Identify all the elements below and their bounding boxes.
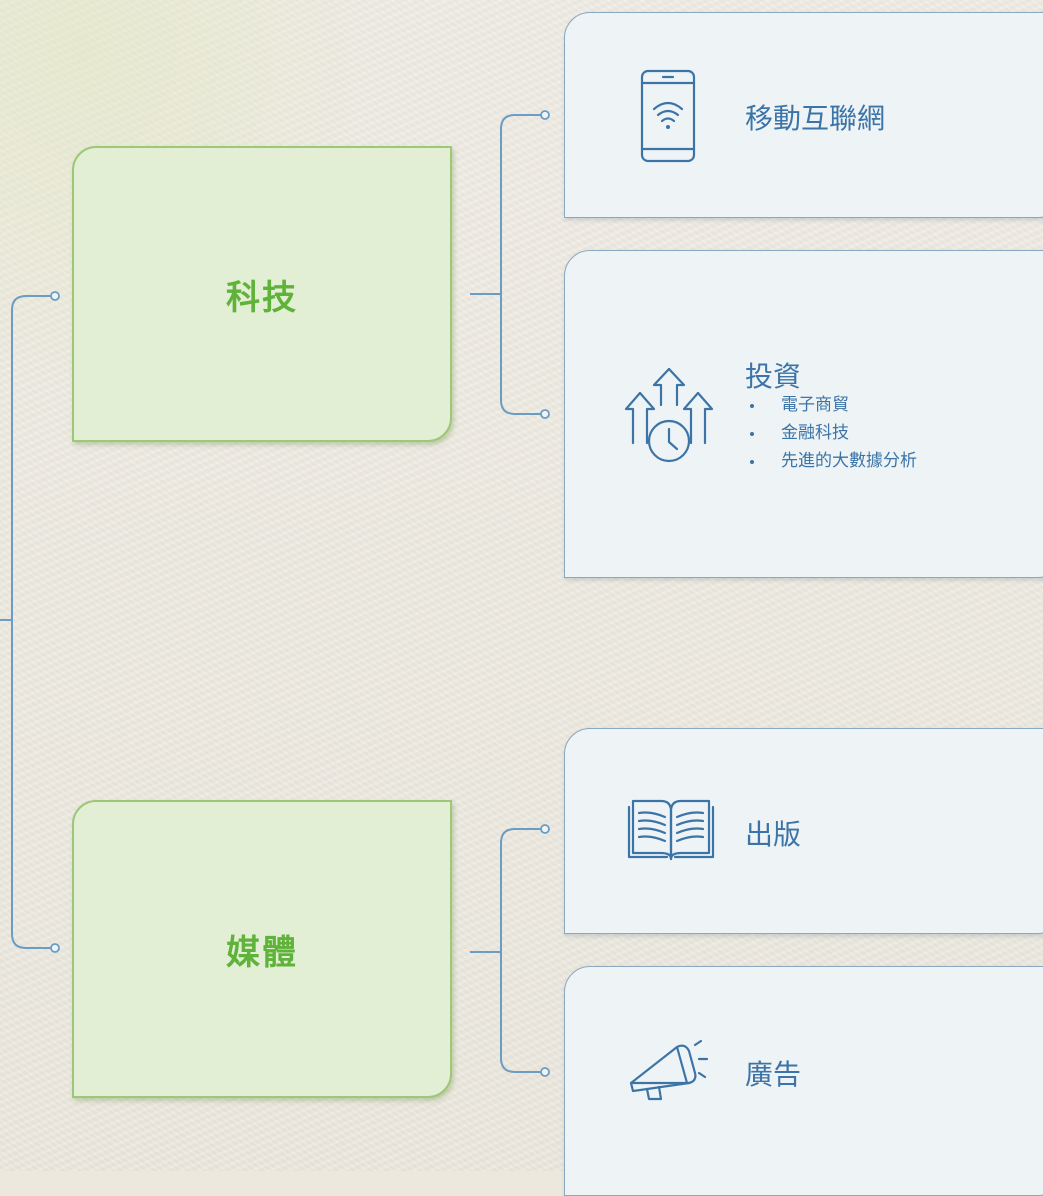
bullet-item: 先進的大數據分析 (745, 447, 917, 475)
open-book-icon (627, 799, 715, 861)
bullet-list: 電子商貿 金融科技 先進的大數據分析 (745, 391, 917, 475)
card-title: 投資 (745, 360, 802, 393)
card-advertising: 廣告 (564, 966, 1043, 1196)
category-box-technology: 科技 (72, 146, 452, 442)
category-label: 媒體 (226, 932, 298, 973)
smartphone-wifi-icon (640, 69, 696, 163)
card-publishing: 出版 (564, 728, 1043, 934)
bullet-item: 金融科技 (745, 419, 917, 447)
card-mobile-internet: 移動互聯網 (564, 12, 1043, 218)
card-title: 廣告 (745, 1058, 802, 1091)
growth-arrows-clock-icon (624, 367, 714, 463)
card-title: 移動互聯網 (745, 102, 886, 135)
bullet-item: 電子商貿 (745, 391, 917, 419)
card-investment: 投資 電子商貿 金融科技 先進的大數據分析 (564, 250, 1043, 578)
megaphone-icon (629, 1039, 709, 1101)
connector-lines (0, 110, 550, 1077)
category-label: 科技 (226, 277, 298, 318)
card-title: 出版 (745, 818, 802, 851)
category-box-media: 媒體 (72, 800, 452, 1098)
